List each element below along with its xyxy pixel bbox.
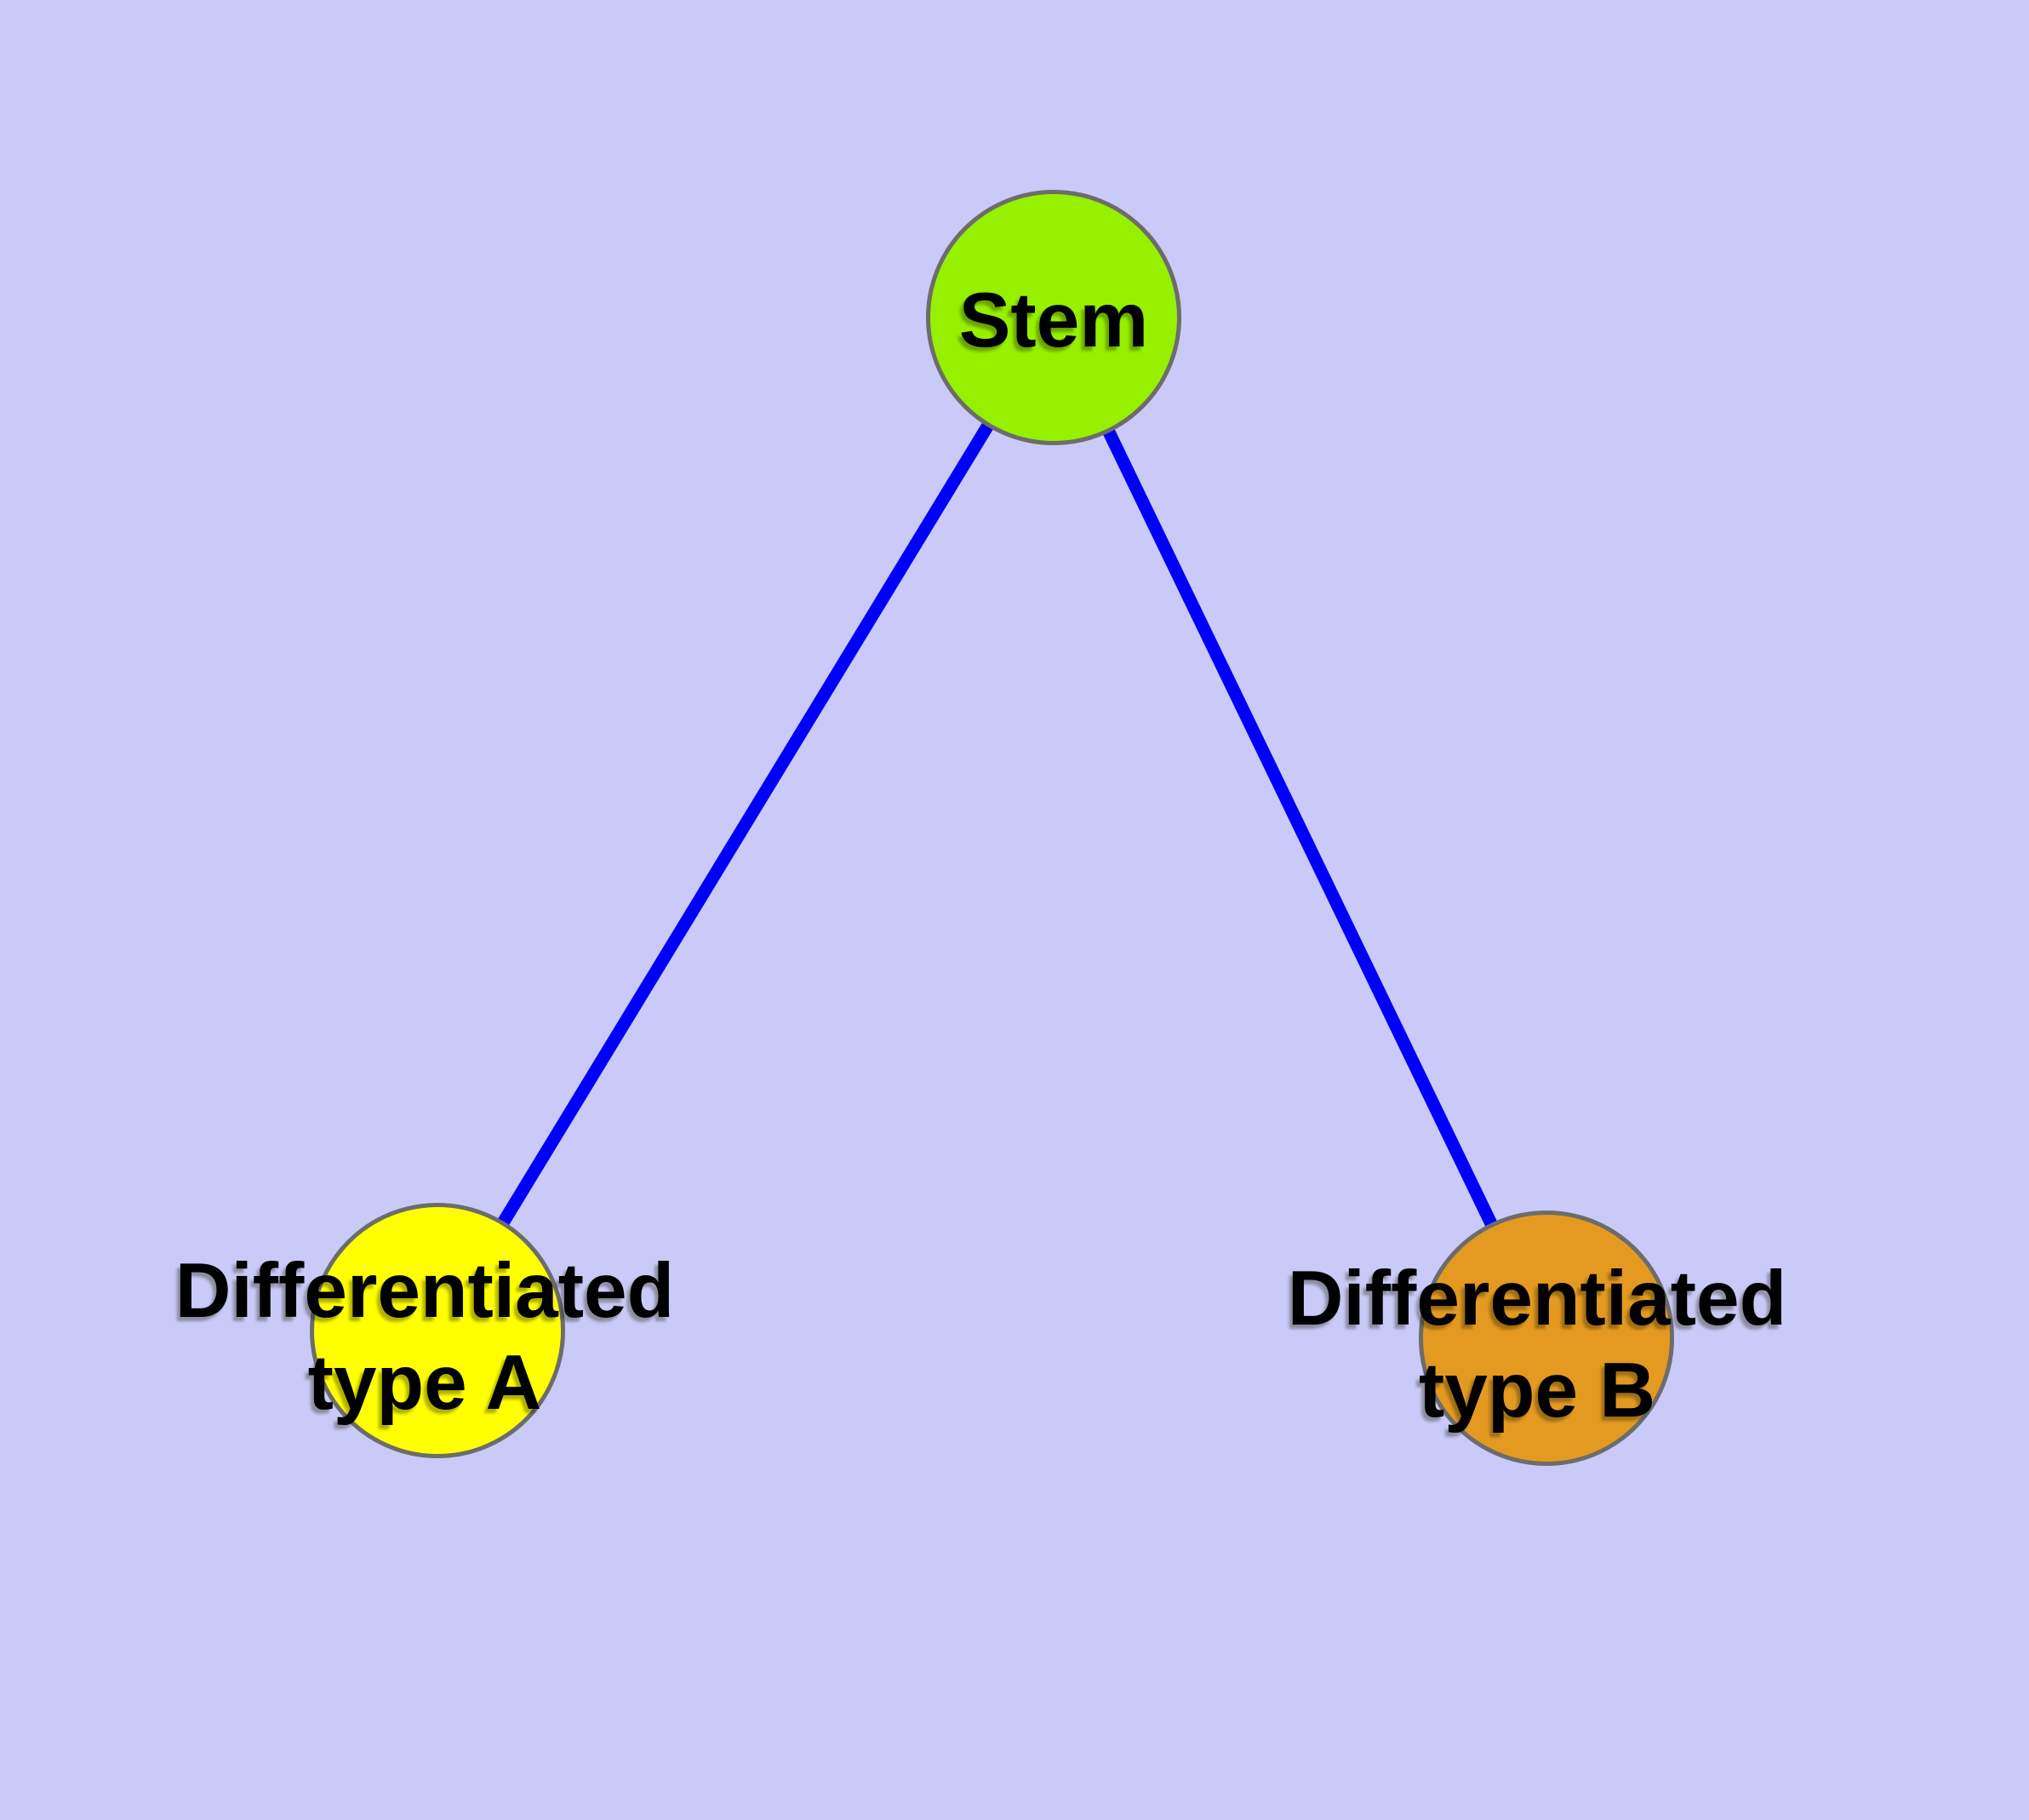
node-label-line: Stem [958,278,1149,363]
node-differentiated-type-a-label: Differentiated type A [175,1245,675,1429]
node-differentiated-type-a-circle [310,1203,565,1458]
edge-stem-to-differentiated-type-a [432,314,1060,1334]
node-stem-circle [926,190,1181,445]
node-differentiated-type-b-circle [1419,1210,1674,1466]
node-label-line: type A [307,1340,542,1426]
node-differentiated-type-b-label: Differentiated type B [1288,1253,1787,1437]
edge-stem-to-differentiated-type-b [1048,314,1552,1342]
node-label-line: type B [1418,1348,1656,1434]
node-stem-label: Stem [959,275,1149,367]
node-label-line: Differentiated [174,1248,675,1334]
node-label-line: Differentiated [1287,1256,1787,1342]
